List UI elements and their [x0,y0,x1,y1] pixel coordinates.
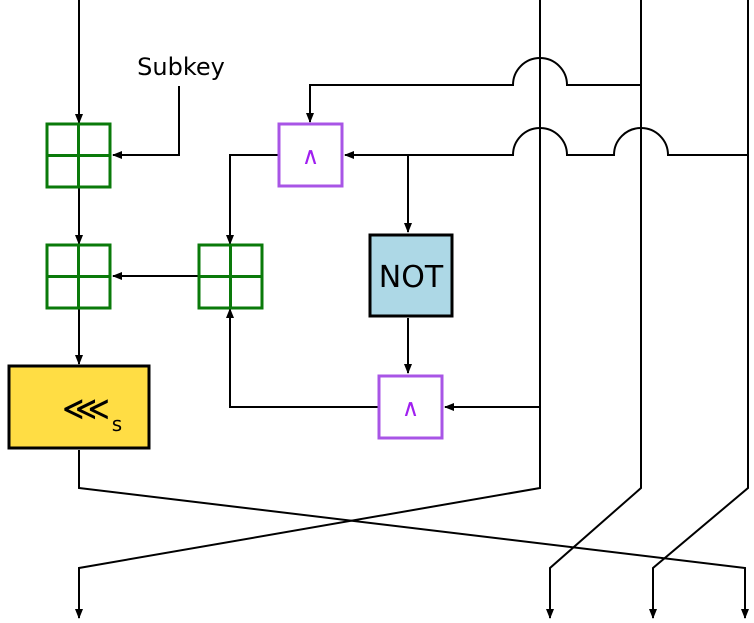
subkey-label: Subkey [137,53,225,81]
and-gate-bottom: ∧ [377,374,444,440]
adder-2 [45,243,112,310]
not-gate-label: NOT [379,260,444,295]
adder-1 [45,122,112,189]
wire-col641-to-and-top [306,57,641,123]
rotate-symbol: ⋘ [62,389,110,429]
wire-right-to-and-top [344,0,749,159]
wire-subkey [112,86,180,159]
and-gate-top-label: ∧ [302,142,320,170]
not-gate: NOT [368,233,454,318]
rotate-box: ⋘ s [7,364,151,450]
wires [75,0,749,619]
wire-rotate-out [78,450,749,619]
wire-col540-out [75,0,541,619]
wire-col748-out [649,155,749,619]
and-gate-bottom-label: ∧ [402,394,420,422]
and-gate-top: ∧ [277,122,344,188]
adder-3 [197,243,264,310]
wire-col641-out [546,0,642,619]
wire-and-top-to-adder3 [226,154,278,245]
wire-and-bottom-to-adder3 [226,308,378,408]
rotate-subscript: s [112,412,122,436]
